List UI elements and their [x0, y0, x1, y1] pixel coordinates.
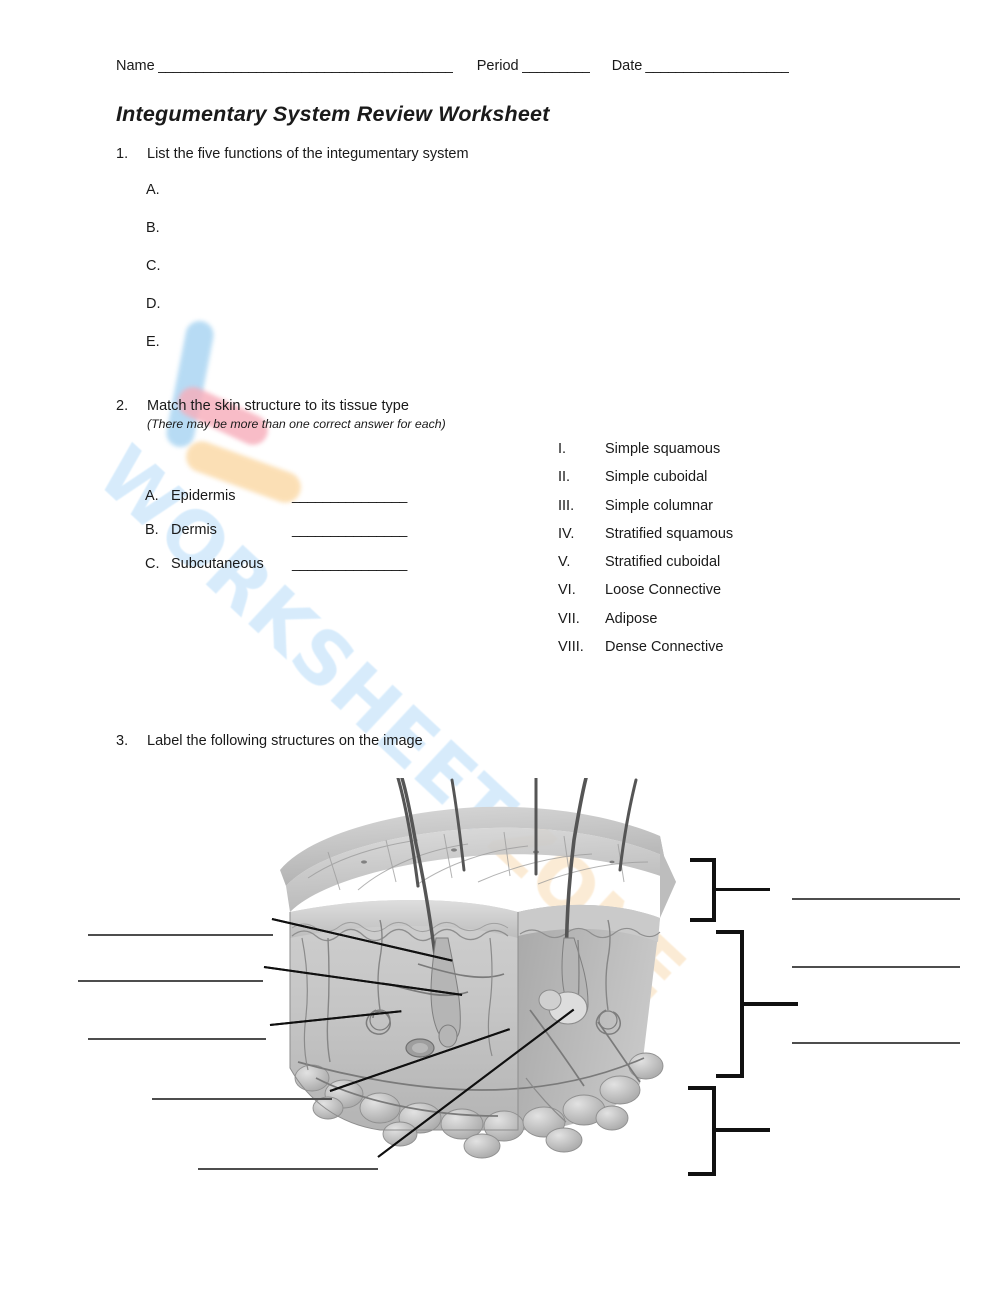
label-answer-line-right-1[interactable]: [792, 898, 960, 900]
skin-diagram-area: [0, 770, 1000, 1210]
matching-term-subcutaneous: Subcutaneous: [171, 556, 264, 572]
bracket-3-stem: [712, 1128, 770, 1132]
answer-item-d[interactable]: D.: [146, 296, 161, 312]
bracket-2-bottom-arm: [716, 1074, 744, 1078]
name-blank[interactable]: _______________________________________: [157, 58, 453, 74]
tissue-type-label: Stratified cuboidal: [605, 554, 721, 571]
label-answer-line-left-1[interactable]: [88, 934, 273, 936]
matching-blank-a[interactable]: _______________: [292, 488, 407, 504]
question-1: 1. List the five functions of the integu…: [116, 146, 469, 162]
tissue-type-list: I. Simple squamous II. Simple cuboidal III…: [558, 441, 733, 667]
matching-left-column: A. Epidermis _______________ B. Dermis _…: [145, 488, 407, 590]
label-answer-line-left-4[interactable]: [152, 1098, 332, 1100]
bracket-3-top-arm: [688, 1086, 716, 1090]
bracket-3-bottom-arm: [688, 1172, 716, 1176]
matching-blank-c[interactable]: _______________: [292, 556, 407, 572]
label-answer-line-left-3[interactable]: [88, 1038, 266, 1040]
date-label: Date: [611, 58, 643, 74]
answer-item-e[interactable]: E.: [146, 334, 160, 350]
skin-cross-section-illustration: [280, 778, 676, 1159]
matching-letter-c: C.: [145, 556, 160, 572]
list-item[interactable]: V. Stratified cuboidal: [558, 554, 733, 582]
list-item[interactable]: III. Simple columnar: [558, 498, 733, 526]
list-item[interactable]: II. Simple cuboidal: [558, 469, 733, 497]
tissue-type-label: Loose Connective: [605, 582, 722, 599]
period-blank[interactable]: _________: [521, 58, 590, 74]
bracket-2-top-arm: [716, 930, 744, 934]
answer-item-b[interactable]: B.: [146, 220, 160, 236]
roman-numeral-7: VII.: [558, 610, 580, 627]
question-3: 3. Label the following structures on the…: [116, 733, 423, 749]
list-item[interactable]: VIII. Dense Connective: [558, 639, 733, 667]
tissue-type-label: Simple columnar: [605, 497, 713, 514]
roman-numeral-5: V.: [558, 554, 571, 571]
tissue-type-label: Adipose: [605, 610, 658, 627]
roman-numeral-3: III.: [558, 497, 575, 514]
roman-numeral-2: II.: [558, 469, 571, 486]
tissue-type-label: Simple squamous: [605, 441, 721, 457]
question-1-text: List the five functions of the integumen…: [147, 146, 469, 162]
question-3-text: Label the following structures on the im…: [147, 733, 423, 749]
roman-numeral-6: VI.: [558, 582, 576, 599]
tissue-type-label: Stratified squamous: [605, 525, 734, 542]
question-1-answer-list: A. B. C. D. E.: [146, 182, 161, 372]
label-answer-line-left-5[interactable]: [198, 1168, 378, 1170]
list-item[interactable]: VI. Loose Connective: [558, 582, 733, 610]
date-blank[interactable]: ___________________: [645, 58, 790, 74]
question-2-body: Match the skin structure to its tissue t…: [147, 398, 446, 431]
question-2: 2. Match the skin structure to its tissu…: [116, 398, 446, 431]
name-label: Name: [116, 58, 155, 74]
matching-blank-b[interactable]: _______________: [292, 522, 407, 538]
bracket-1-stem: [712, 888, 770, 891]
matching-letter-a: A.: [145, 488, 159, 504]
matching-term-epidermis: Epidermis: [171, 488, 236, 504]
answer-item-a[interactable]: A.: [146, 182, 160, 198]
matching-row: A. Epidermis _______________: [145, 488, 407, 522]
matching-row: C. Subcutaneous _______________: [145, 556, 407, 590]
matching-row: B. Dermis _______________: [145, 522, 407, 556]
roman-numeral-1: I.: [558, 441, 567, 457]
bracket-1-bottom-arm: [690, 918, 716, 922]
label-answer-line-right-2[interactable]: [792, 966, 960, 968]
bracket-2-stem: [740, 1002, 798, 1006]
matching-letter-b: B.: [145, 522, 159, 538]
question-3-number: 3.: [116, 733, 129, 749]
student-info-header: Name ___________________________________…: [116, 58, 906, 74]
question-2-text: Match the skin structure to its tissue t…: [147, 398, 409, 414]
answer-item-c[interactable]: C.: [146, 258, 161, 274]
label-answer-line-right-3[interactable]: [792, 1042, 960, 1044]
tissue-type-label: Simple cuboidal: [605, 469, 708, 486]
question-2-subtext: (There may be more than one correct answ…: [147, 417, 446, 431]
question-2-number: 2.: [116, 398, 129, 414]
question-1-number: 1.: [116, 146, 129, 162]
page-title: Integumentary System Review Worksheet: [116, 102, 550, 126]
period-label: Period: [476, 58, 519, 74]
matching-term-dermis: Dermis: [171, 522, 217, 538]
bracket-1-top-arm: [690, 858, 716, 862]
roman-numeral-8: VIII.: [558, 639, 584, 656]
tissue-type-label: Dense Connective: [605, 639, 724, 656]
label-answer-line-left-2[interactable]: [78, 980, 263, 982]
list-item[interactable]: I. Simple squamous: [558, 441, 733, 469]
list-item[interactable]: IV. Stratified squamous: [558, 526, 733, 554]
roman-numeral-4: IV.: [558, 525, 575, 542]
list-item[interactable]: VII. Adipose: [558, 611, 733, 639]
